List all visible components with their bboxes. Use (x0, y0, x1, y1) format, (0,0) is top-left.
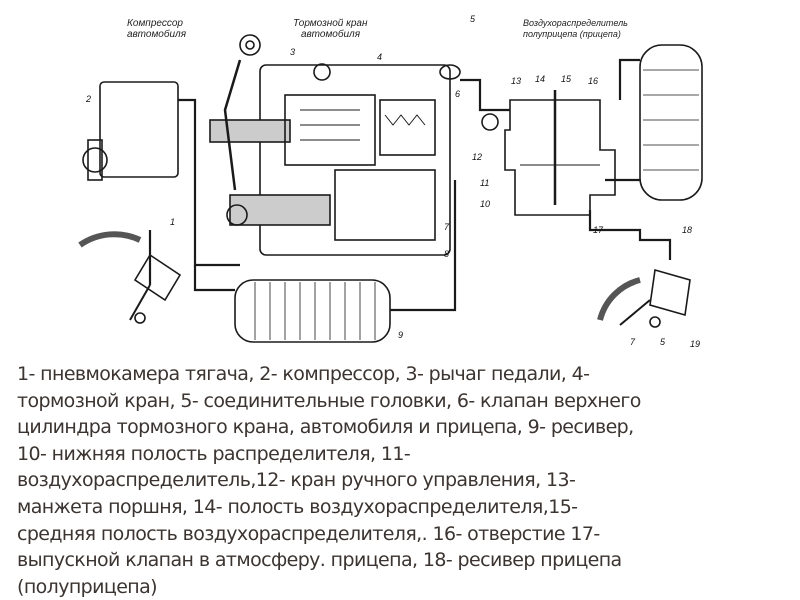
brake-chamber-trailer (597, 268, 691, 328)
legend-text: 1- пневмокамера тягача, 2- компрессор, 3… (17, 361, 797, 600)
label-14: 14 (535, 74, 545, 84)
callout-numbers: 2 1 3 4 5 6 7 8 9 10 11 12 13 14 15 16 1… (85, 14, 700, 349)
label-10: 10 (480, 199, 490, 209)
caption-brake-valve: Тормозной кран автомобиля (293, 18, 368, 40)
caption-line: полуприцепа (прицепа) (523, 29, 621, 39)
caption-compressor: Компрессор автомобиля (127, 18, 186, 40)
label-7-trailer: 7 (630, 337, 636, 347)
legend-line: 10- нижняя полость распределителя, 11- (17, 442, 411, 465)
label-6: 6 (455, 89, 460, 99)
label-11: 11 (480, 178, 489, 188)
caption-line: Компрессор (127, 18, 183, 29)
legend-line: цилиндра тормозного крана, автомобиля и … (17, 416, 634, 439)
brake-system-schematic: 2 1 3 4 5 6 7 8 9 10 11 12 13 14 15 16 1… (78, 14, 703, 349)
legend-line: средняя полость воздухораспределителя,. … (17, 522, 600, 545)
label-18: 18 (682, 225, 692, 235)
label-2: 2 (85, 94, 91, 104)
label-3: 3 (290, 47, 295, 57)
legend-line: манжета поршня, 14- полость воздухораспр… (17, 495, 578, 518)
label-9: 9 (398, 330, 403, 340)
label-4: 4 (377, 52, 382, 62)
legend-line: воздухораспределитель,12- кран ручного у… (17, 469, 576, 492)
caption-line: автомобиля (127, 29, 187, 40)
caption-distributor: Воздухораспределитель полуприцепа (прице… (523, 18, 628, 40)
air-distributor (481, 90, 616, 216)
label-15: 15 (561, 74, 572, 84)
label-5-trailer: 5 (660, 337, 666, 347)
legend-line: тормозной кран, 5- соединительные головк… (17, 389, 641, 412)
caption-line: Тормозной кран (293, 18, 368, 29)
receiver-18 (639, 44, 703, 201)
caption-line: Воздухораспределитель (523, 18, 628, 28)
brake-chamber-tractor (78, 231, 182, 324)
label-17: 17 (593, 225, 604, 235)
label-13: 13 (511, 76, 521, 86)
compressor (82, 81, 179, 181)
label-8: 8 (444, 249, 449, 259)
air-lines (148, 58, 672, 312)
label-12: 12 (472, 152, 482, 162)
label-16: 16 (588, 76, 598, 86)
label-19: 19 (690, 339, 700, 349)
receiver-9 (234, 279, 391, 343)
label-7: 7 (444, 222, 450, 232)
caption-line: автомобиля (301, 29, 361, 40)
label-1: 1 (170, 217, 175, 227)
legend-line: (полуприцепа) (17, 575, 158, 598)
brake-valve (209, 34, 461, 256)
legend-line: выпускной клапан в атмосферу. прицепа, 1… (17, 549, 622, 572)
legend-line: 1- пневмокамера тягача, 2- компрессор, 3… (17, 363, 590, 385)
label-5: 5 (470, 14, 476, 24)
